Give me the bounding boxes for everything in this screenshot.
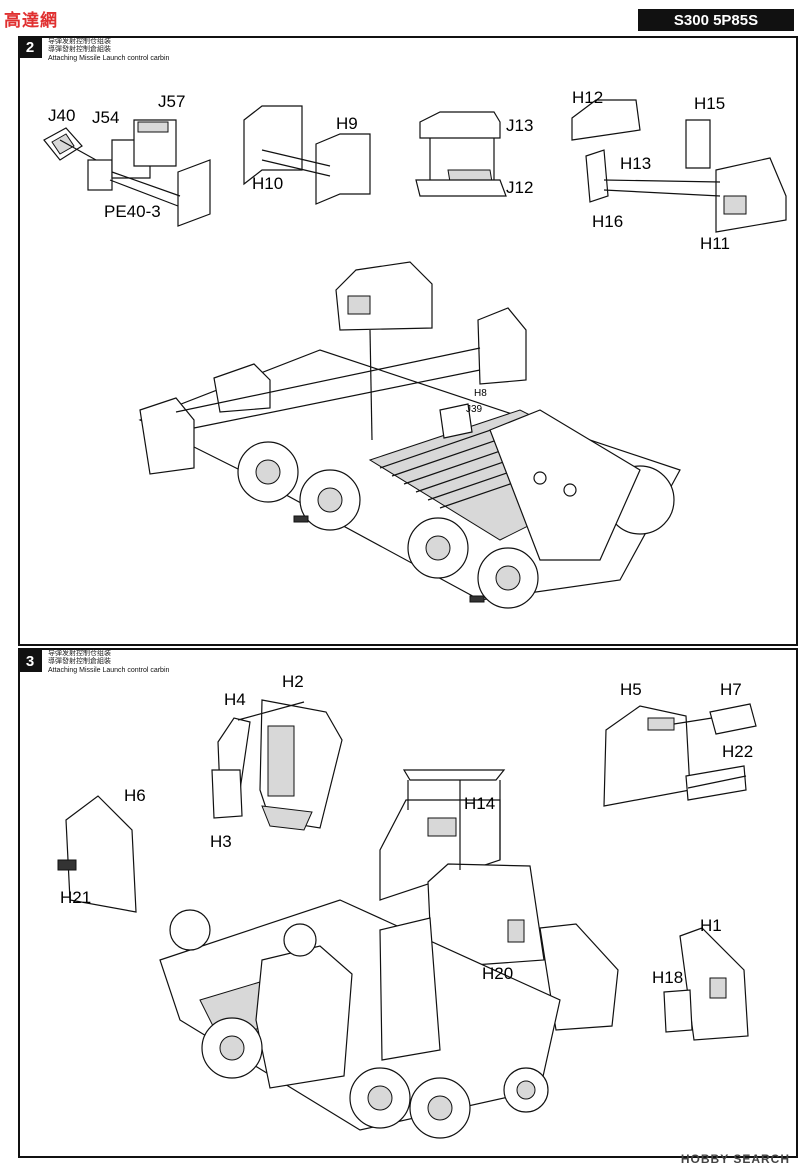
- label-j57: J57: [158, 92, 186, 111]
- label-h1: H1: [700, 916, 722, 935]
- part-h11-h16-drawing: [571, 99, 787, 233]
- label-h3: H3: [210, 832, 232, 851]
- label-j40: J40: [48, 106, 76, 125]
- step-2-number: 2: [18, 36, 42, 58]
- label-j39: J39: [466, 404, 483, 415]
- step-2-vehicle-drawing: [138, 261, 681, 609]
- label-j12: J12: [506, 178, 534, 197]
- part-h6-h21-drawing: [57, 795, 137, 913]
- step-2-panel: [18, 36, 798, 646]
- label-h21: H21: [60, 888, 92, 907]
- label-h20: H20: [482, 964, 514, 983]
- step-3-caption-en: Attaching Missile Launch control carbin: [48, 667, 170, 674]
- hobby-search-watermark: HOBBY SEARCH: [680, 1152, 790, 1166]
- part-h14-h20-drawing: [379, 769, 619, 1031]
- step-2-caption-cn-2: 導彈發射控制倉組裝: [48, 46, 111, 53]
- part-h9-h10-drawing: [243, 105, 371, 205]
- wheels-step2: [237, 441, 539, 609]
- step-3-caption-cn-2: 導彈發射控制倉組裝: [48, 658, 111, 665]
- label-j54: J54: [92, 108, 120, 127]
- logo-text: 高達網: [4, 11, 58, 30]
- step-2-caption-cn-1: 导弹发射控制仓组装: [48, 38, 111, 45]
- label-h22: H22: [722, 742, 754, 761]
- part-j40-drawing: [43, 127, 83, 161]
- label-h5: H5: [620, 680, 642, 699]
- label-h8: H8: [474, 388, 487, 399]
- label-h14: H14: [464, 794, 496, 813]
- part-j54-j57-drawing: [59, 119, 211, 227]
- part-j12-j13-drawing: [415, 111, 507, 197]
- step-3-caption-cn-1: 导弹发射控制仓组装: [48, 650, 111, 657]
- label-h10: H10: [252, 174, 284, 193]
- step-2-caption-en: Attaching Missile Launch control carbin: [48, 55, 170, 62]
- label-h13: H13: [620, 154, 652, 173]
- model-title-badge: S300 5P85S: [638, 9, 794, 31]
- label-h6: H6: [124, 786, 146, 805]
- label-h16: H16: [592, 212, 624, 231]
- label-h12: H12: [572, 88, 604, 107]
- label-h9: H9: [336, 114, 358, 133]
- label-pe40-3: PE40-3: [104, 202, 161, 221]
- step-3-vehicle-drawing: [159, 899, 561, 1139]
- site-logo: 高達網: [4, 6, 66, 32]
- label-h7: H7: [720, 680, 742, 699]
- part-h1-h18-drawing: [663, 927, 749, 1041]
- part-h2-h4-h3-drawing: [211, 699, 343, 831]
- label-h4: H4: [224, 690, 246, 709]
- label-h15: H15: [694, 94, 726, 113]
- label-h18: H18: [652, 968, 684, 987]
- step-3-panel: [18, 648, 798, 1158]
- step-3-number: 3: [18, 650, 42, 672]
- label-h11: H11: [700, 234, 730, 253]
- label-j13: J13: [506, 116, 534, 135]
- wheels-step3: [201, 1017, 549, 1139]
- part-h5-h7-h22-drawing: [603, 703, 757, 807]
- label-h2: H2: [282, 672, 304, 691]
